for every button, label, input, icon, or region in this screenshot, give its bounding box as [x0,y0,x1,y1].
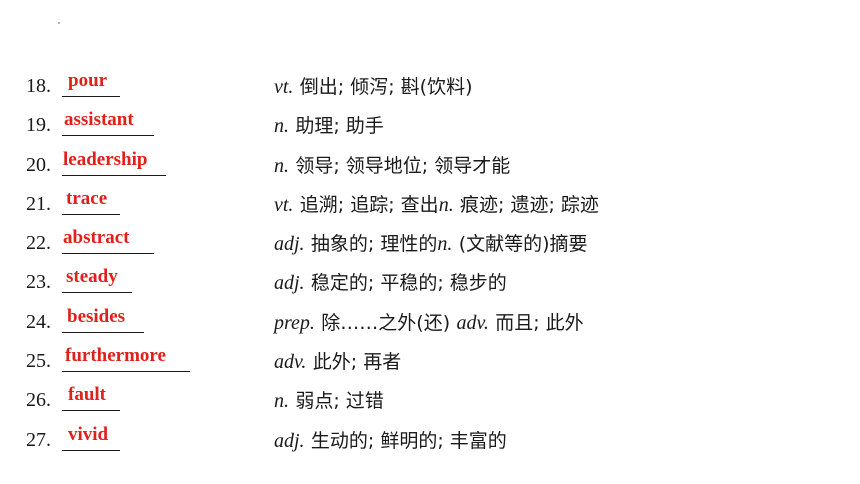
part-of-speech: adj. [274,272,305,295]
part-of-speech: prep. [274,311,315,334]
part-of-speech: vt. [274,76,294,98]
meaning: 助理; 助手 [295,115,384,138]
answer-word: steady [66,266,118,288]
vocab-row: 22. abstract adj. 抽象的; 理性的n. (文献等的)摘要 [26,224,826,263]
answer-blank-line [62,135,154,137]
part-of-speech: adj. [274,233,305,256]
answer-word: fault [68,384,106,406]
answer-word: abstract [63,227,130,249]
answer-word: vivid [68,423,109,445]
decorative-dot [58,22,60,24]
meaning: 此外; 再者 [312,351,402,374]
part-of-speech: n. [274,390,289,413]
meaning: 稳定的; 平稳的; 稳步的 [310,272,507,295]
vocab-row: 24. besides prep. 除……之外(还) adv. 而且; 此外 [26,303,826,342]
vocabulary-list: 18. pour vt. 倒出; 倾泻; 斟(饮料) 19. assistant… [26,67,826,460]
vocab-row: 25. furthermore adv. 此外; 再者 [26,342,826,381]
item-number: 20. [26,153,51,176]
answer-blank-line [62,213,120,215]
answer-blank-line [62,96,120,97]
item-number: 23. [26,271,51,294]
vocab-row: 19. assistant n. 助理; 助手 [26,106,826,145]
meaning: (文献等的)摘要 [458,233,588,256]
answer-blank-line [62,331,144,333]
meaning: 而且; 此外 [495,311,584,334]
item-number: 25. [26,350,51,373]
item-number: 21. [26,192,51,215]
definition: n. 领导; 领导地位; 领导才能 [274,153,510,178]
meaning: 抽象的; 理性的 [310,233,438,256]
answer-blank-line [62,174,166,176]
part-of-speech: n. [438,193,454,216]
item-number: 18. [26,75,51,97]
definition: vt. 追溯; 追踪; 查出n. 痕迹; 遗迹; 踪迹 [274,192,599,217]
part-of-speech: vt. [274,193,294,216]
definition: n. 弱点; 过错 [274,388,384,413]
meaning: 除……之外(还) [321,311,451,334]
item-number: 27. [26,428,51,451]
part-of-speech: n. [274,154,289,177]
definition: adj. 稳定的; 平稳的; 稳步的 [274,270,507,295]
answer-blank-line [62,410,120,412]
vocab-row: 18. pour vt. 倒出; 倾泻; 斟(饮料) [26,67,826,106]
answer-word: pour [68,70,108,91]
definition: n. 助理; 助手 [274,113,384,138]
definition: adj. 生动的; 鲜明的; 丰富的 [274,428,507,453]
meaning: 弱点; 过错 [295,390,384,413]
answer-blank-line [62,253,154,255]
part-of-speech: adj. [274,429,305,452]
vocab-row: 27. vivid adj. 生动的; 鲜明的; 丰富的 [26,421,826,460]
answer-blank-line [62,292,132,294]
vocab-row: 21. trace vt. 追溯; 追踪; 查出n. 痕迹; 遗迹; 踪迹 [26,185,826,224]
answer-blank-line [62,449,120,451]
part-of-speech: adv. [274,351,307,374]
meaning: 痕迹; 遗迹; 踪迹 [460,193,599,216]
item-number: 22. [26,232,51,255]
answer-word: leadership [63,148,148,170]
definition: adj. 抽象的; 理性的n. (文献等的)摘要 [274,231,588,256]
item-number: 24. [26,310,51,333]
item-number: 19. [26,114,51,137]
vocab-row: 26. fault n. 弱点; 过错 [26,381,826,420]
item-number: 26. [26,389,51,412]
meaning: 生动的; 鲜明的; 丰富的 [310,429,507,452]
vocab-row: 20. leadership n. 领导; 领导地位; 领导才能 [26,146,826,185]
meaning: 领导; 领导地位; 领导才能 [295,154,511,177]
vocab-row: 23. steady adj. 稳定的; 平稳的; 稳步的 [26,263,826,302]
meaning: 追溯; 追踪; 查出 [299,193,439,216]
answer-word: furthermore [65,345,166,367]
part-of-speech: n. [274,115,289,138]
meaning: 倒出; 倾泻; 斟(饮料) [299,76,473,98]
definition: prep. 除……之外(还) adv. 而且; 此外 [274,310,584,335]
part-of-speech: adv. [456,311,489,334]
answer-word: assistant [64,109,134,131]
answer-word: besides [67,305,126,327]
definition: adv. 此外; 再者 [274,349,401,374]
part-of-speech: n. [437,233,453,256]
definition: vt. 倒出; 倾泻; 斟(饮料) [274,74,473,99]
answer-blank-line [62,371,190,373]
answer-word: trace [66,187,108,209]
